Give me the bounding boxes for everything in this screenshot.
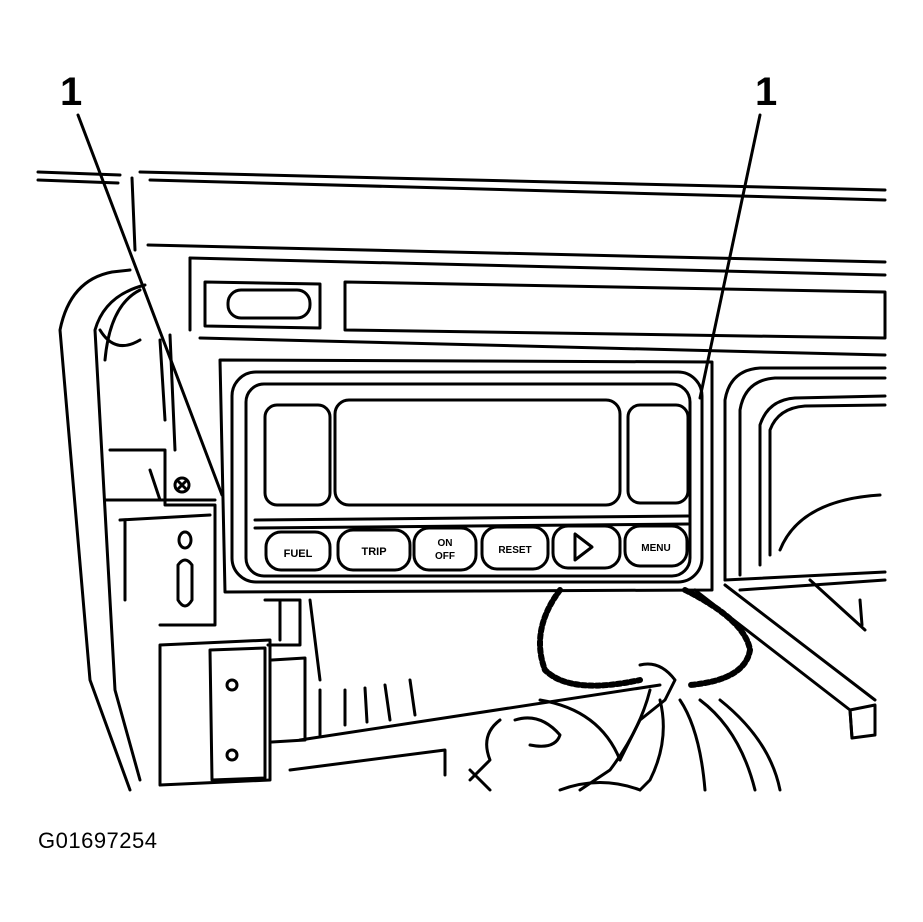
on-off-label-line1: ON	[438, 538, 453, 549]
menu-label: MENU	[641, 543, 670, 554]
reset-button-outline	[480, 525, 550, 571]
callout-number-left: 1	[60, 70, 83, 114]
display-bezel	[198, 336, 887, 594]
instrument-cluster	[723, 366, 887, 632]
lower-panel	[288, 598, 662, 777]
trip-label: TRIP	[361, 546, 386, 558]
mounting-bracket	[103, 333, 217, 627]
wiring-harness	[537, 587, 753, 689]
on-off-button-outline	[412, 526, 478, 572]
support-bar	[693, 583, 877, 740]
fuel-label: FUEL	[284, 548, 313, 560]
menu-button-outline	[623, 524, 689, 568]
left-leader-line	[76, 113, 224, 497]
module-box	[158, 598, 307, 787]
right-display-window	[626, 403, 690, 505]
button-row	[264, 524, 689, 572]
trip-button-outline	[336, 528, 412, 572]
figure-id: G01697254	[38, 828, 158, 853]
left-display-window	[263, 403, 332, 507]
callout-leader-lines	[76, 113, 762, 497]
dash-vent	[203, 280, 887, 340]
forward-button-outline	[551, 524, 622, 570]
callout-number-right: 1	[755, 70, 778, 114]
reset-label: RESET	[498, 545, 531, 556]
play-triangle-icon	[573, 532, 594, 562]
on-off-label-line2: OFF	[435, 551, 455, 562]
button-labels: FUEL TRIP ON OFF RESET MENU	[284, 538, 671, 562]
connector-cables	[468, 662, 782, 792]
fuel-button-outline	[264, 530, 332, 572]
main-display-window	[333, 398, 622, 507]
left-frame	[58, 268, 167, 792]
right-leader-line	[698, 113, 762, 400]
bracket-screw-icon	[173, 476, 191, 494]
dash-top-edge	[36, 170, 887, 332]
